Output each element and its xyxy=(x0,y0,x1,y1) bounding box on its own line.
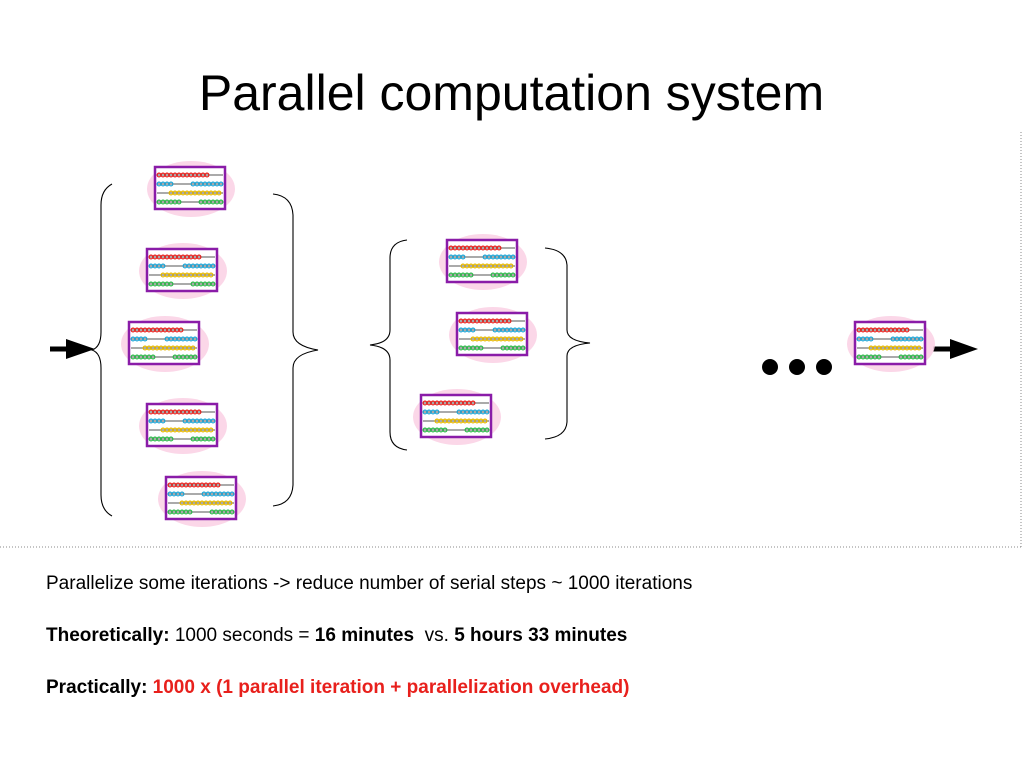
abacus-icon xyxy=(121,316,209,372)
abacus-icon xyxy=(139,398,227,454)
abacus-icon xyxy=(439,234,527,290)
abacus-icon xyxy=(139,243,227,299)
abacus-icon xyxy=(147,161,235,217)
abacus-icon xyxy=(158,471,246,527)
line1-text: Parallelize some iterations -> reduce nu… xyxy=(46,573,693,594)
line-practically: Practically: 1000 x (1 parallel iteratio… xyxy=(46,676,629,700)
theoretically-vs: vs. xyxy=(414,625,455,646)
parallel-computation-diagram xyxy=(0,132,1022,548)
group2-right-brace xyxy=(544,247,591,440)
line-theoretically: Theoretically: 1000 seconds = 16 minutes… xyxy=(46,624,627,648)
group1-left-brace xyxy=(90,183,113,517)
line-parallelize: Parallelize some iterations -> reduce nu… xyxy=(46,572,692,596)
group1-right-brace xyxy=(272,193,319,507)
theoretically-hours: 5 hours 33 minutes xyxy=(454,625,628,646)
group2-left-brace xyxy=(369,239,408,451)
practically-formula: 1000 x (1 parallel iteration + paralleli… xyxy=(152,677,630,698)
abacus-icon xyxy=(413,389,501,445)
abacus-icon xyxy=(847,316,935,372)
practically-label: Practically: xyxy=(46,677,153,698)
abacus-icon xyxy=(449,307,537,363)
input-arrow-icon xyxy=(50,339,95,359)
page-title: Parallel computation system xyxy=(198,65,825,121)
theoretically-minutes: 16 minutes xyxy=(314,625,415,646)
ellipsis-dots xyxy=(762,359,832,375)
theoretically-label: Theoretically: xyxy=(46,625,175,646)
output-arrow-icon xyxy=(933,339,978,359)
theoretically-seconds: 1000 seconds = xyxy=(174,625,315,646)
